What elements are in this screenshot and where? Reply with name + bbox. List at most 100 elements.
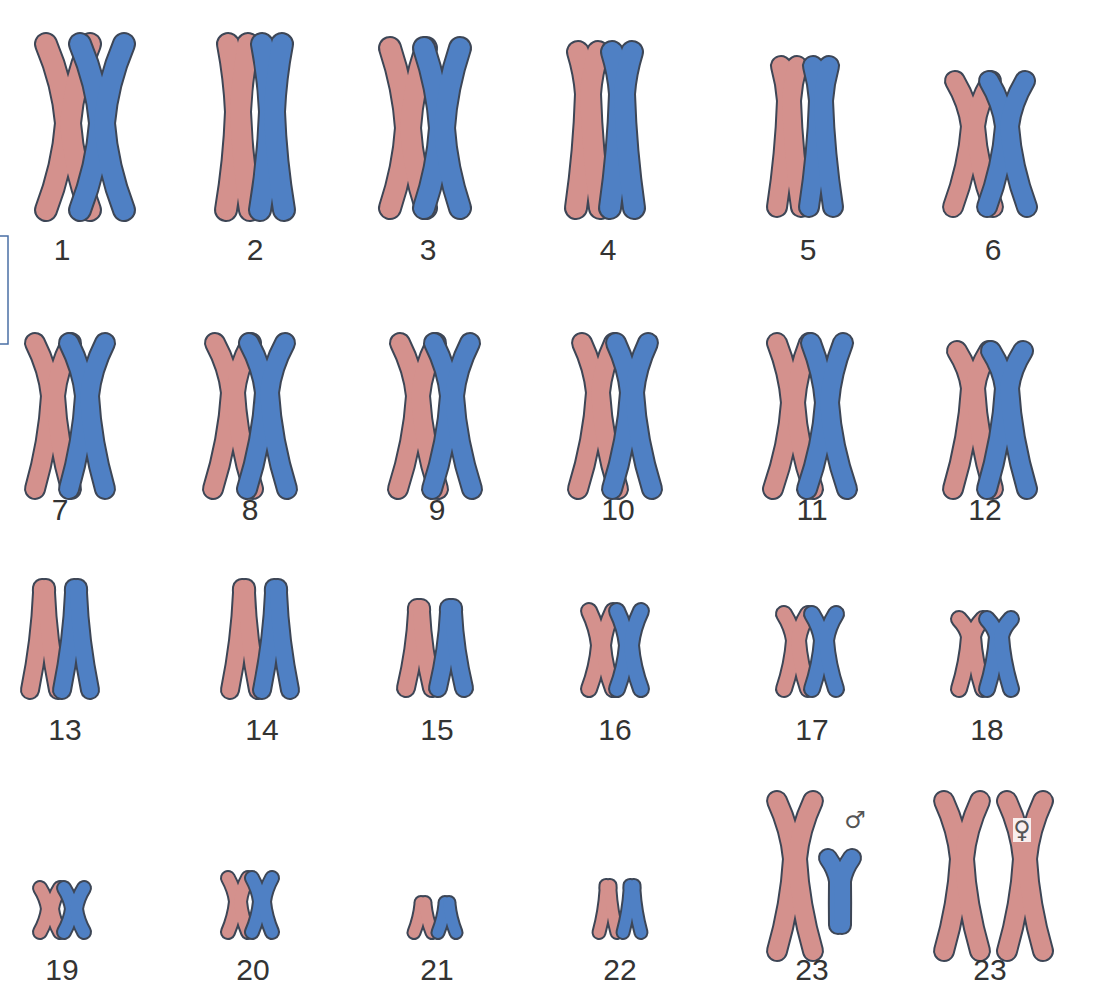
chromosome bbox=[64, 888, 84, 932]
chromatid bbox=[1009, 81, 1027, 207]
chromatid bbox=[826, 614, 836, 689]
chromosome bbox=[247, 343, 287, 489]
sex-symbol: ♀ bbox=[1013, 818, 1031, 842]
chromosome-number: 23 bbox=[973, 955, 1006, 985]
chromosome bbox=[40, 888, 60, 932]
chromosome bbox=[599, 886, 617, 933]
chromosome-number: 22 bbox=[603, 955, 636, 985]
chromatid bbox=[631, 611, 641, 689]
chromosome bbox=[252, 878, 272, 932]
chromosome-number: 14 bbox=[245, 715, 278, 745]
chromosome-number: 13 bbox=[48, 715, 81, 745]
chromosome bbox=[777, 66, 801, 207]
chromosome-number: 17 bbox=[795, 715, 828, 745]
chromosome bbox=[944, 801, 980, 951]
chromatid bbox=[829, 343, 847, 489]
chromatid bbox=[634, 343, 652, 489]
chromosome-number: 2 bbox=[247, 235, 264, 265]
chromatid bbox=[1009, 351, 1027, 489]
chromosome bbox=[438, 903, 456, 933]
chromatid bbox=[425, 903, 432, 933]
chromosome-number: 6 bbox=[985, 235, 1002, 265]
chromatid bbox=[791, 66, 801, 207]
chromatid bbox=[240, 44, 250, 210]
chromatid bbox=[421, 608, 432, 688]
chromosome-number: 16 bbox=[598, 715, 631, 745]
chromatid bbox=[1001, 619, 1011, 689]
chromatid bbox=[964, 801, 980, 951]
chromosome bbox=[784, 614, 808, 689]
chromosome bbox=[424, 48, 460, 208]
chromosome-number: 12 bbox=[968, 495, 1001, 525]
chromatid bbox=[634, 886, 641, 933]
chromosome bbox=[432, 343, 472, 489]
chromatid bbox=[76, 888, 84, 932]
sex-symbol: ♂ bbox=[844, 808, 866, 832]
chromatid bbox=[959, 619, 969, 689]
chromosome bbox=[438, 608, 464, 688]
chromosome bbox=[69, 343, 105, 489]
chromosome-number: 19 bbox=[45, 955, 78, 985]
chromatid bbox=[444, 48, 460, 208]
chromatid bbox=[603, 611, 613, 689]
chromosome bbox=[828, 858, 852, 925]
chromatid bbox=[624, 52, 634, 208]
chromosome bbox=[623, 886, 641, 933]
chromosome bbox=[987, 619, 1011, 689]
chromatid bbox=[610, 886, 617, 933]
chromatid bbox=[842, 858, 852, 925]
chromosome bbox=[414, 903, 432, 933]
chromatid bbox=[454, 343, 472, 489]
chromatid bbox=[1001, 619, 1011, 689]
chromatid bbox=[842, 858, 852, 925]
chromosome bbox=[987, 351, 1027, 489]
chromatid bbox=[453, 608, 464, 688]
chromosome-number: 11 bbox=[796, 495, 827, 525]
chromosome-number: 20 bbox=[236, 955, 269, 985]
edge-frame bbox=[0, 236, 8, 344]
chromosome bbox=[809, 66, 833, 207]
chromatid bbox=[1009, 81, 1027, 207]
chromosome-number: 21 bbox=[420, 955, 453, 985]
chromosome bbox=[226, 44, 250, 210]
chromatid bbox=[76, 888, 84, 932]
chromatid bbox=[444, 48, 460, 208]
chromatid bbox=[421, 608, 432, 688]
chromatid bbox=[624, 52, 634, 208]
chromosome-number: 3 bbox=[420, 235, 437, 265]
chromatid bbox=[104, 44, 124, 210]
chromosome bbox=[610, 52, 634, 208]
chromosome bbox=[612, 343, 652, 489]
chromatid bbox=[89, 343, 105, 489]
chromatid bbox=[823, 66, 833, 207]
chromatid bbox=[89, 343, 105, 489]
chromosome bbox=[406, 608, 432, 688]
chromatid bbox=[797, 801, 813, 951]
chromosome-number: 18 bbox=[970, 715, 1003, 745]
chromatid bbox=[987, 619, 997, 689]
chromosome-group bbox=[30, 44, 1043, 951]
chromatid bbox=[278, 588, 290, 690]
chromatid bbox=[240, 44, 250, 210]
chromosome bbox=[30, 588, 58, 690]
chromosome bbox=[777, 801, 813, 951]
chromatid bbox=[449, 903, 456, 933]
chromosome-number: 7 bbox=[52, 495, 69, 525]
chromatid bbox=[264, 878, 272, 932]
chromosome bbox=[812, 614, 836, 689]
chromatid bbox=[453, 608, 464, 688]
chromatid bbox=[278, 588, 290, 690]
chromosome bbox=[987, 81, 1027, 207]
chromatid bbox=[987, 351, 1005, 489]
chromatid bbox=[953, 351, 971, 489]
chromosome bbox=[260, 44, 284, 210]
chromatid bbox=[590, 52, 600, 208]
chromosome bbox=[62, 588, 90, 690]
chromatid bbox=[791, 66, 801, 207]
chromatid bbox=[78, 588, 90, 690]
chromosome-number: 9 bbox=[429, 495, 446, 525]
chromatid bbox=[425, 903, 432, 933]
chromatid bbox=[274, 44, 284, 210]
chromatid bbox=[269, 343, 287, 489]
